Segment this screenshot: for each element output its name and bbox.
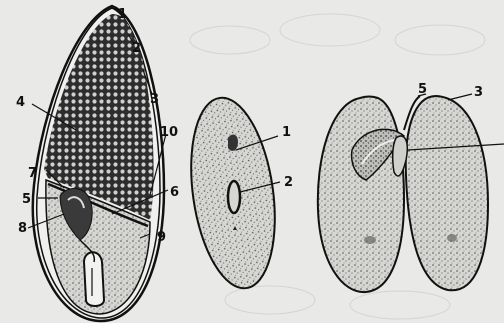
grain-label-4: 4	[16, 95, 25, 110]
opened-bean-seed	[318, 96, 488, 292]
grain-label-2: 2	[132, 41, 141, 56]
grain-label-8: 8	[18, 221, 27, 236]
grain-label-10: 10	[160, 125, 178, 140]
opened-label-3: 3	[474, 85, 483, 100]
grain-label-6: 6	[170, 185, 179, 200]
grain-section	[33, 6, 164, 321]
grain-label-9: 9	[157, 230, 166, 245]
bean-seed	[180, 92, 286, 293]
grain-label-3: 3	[150, 92, 159, 107]
grain-label-5: 5	[22, 192, 31, 207]
bean-hilum	[228, 181, 240, 213]
right-cotyledon	[406, 96, 488, 290]
opened-label-5: 5	[418, 82, 427, 97]
grain-label-7: 7	[28, 166, 37, 181]
bean-label-2: 2	[284, 175, 293, 190]
grain-label-1: 1	[118, 7, 127, 22]
left-cotyledon	[318, 97, 404, 293]
bean-seed-labels: 1 2	[282, 125, 293, 190]
bean-label-1: 1	[282, 125, 291, 140]
